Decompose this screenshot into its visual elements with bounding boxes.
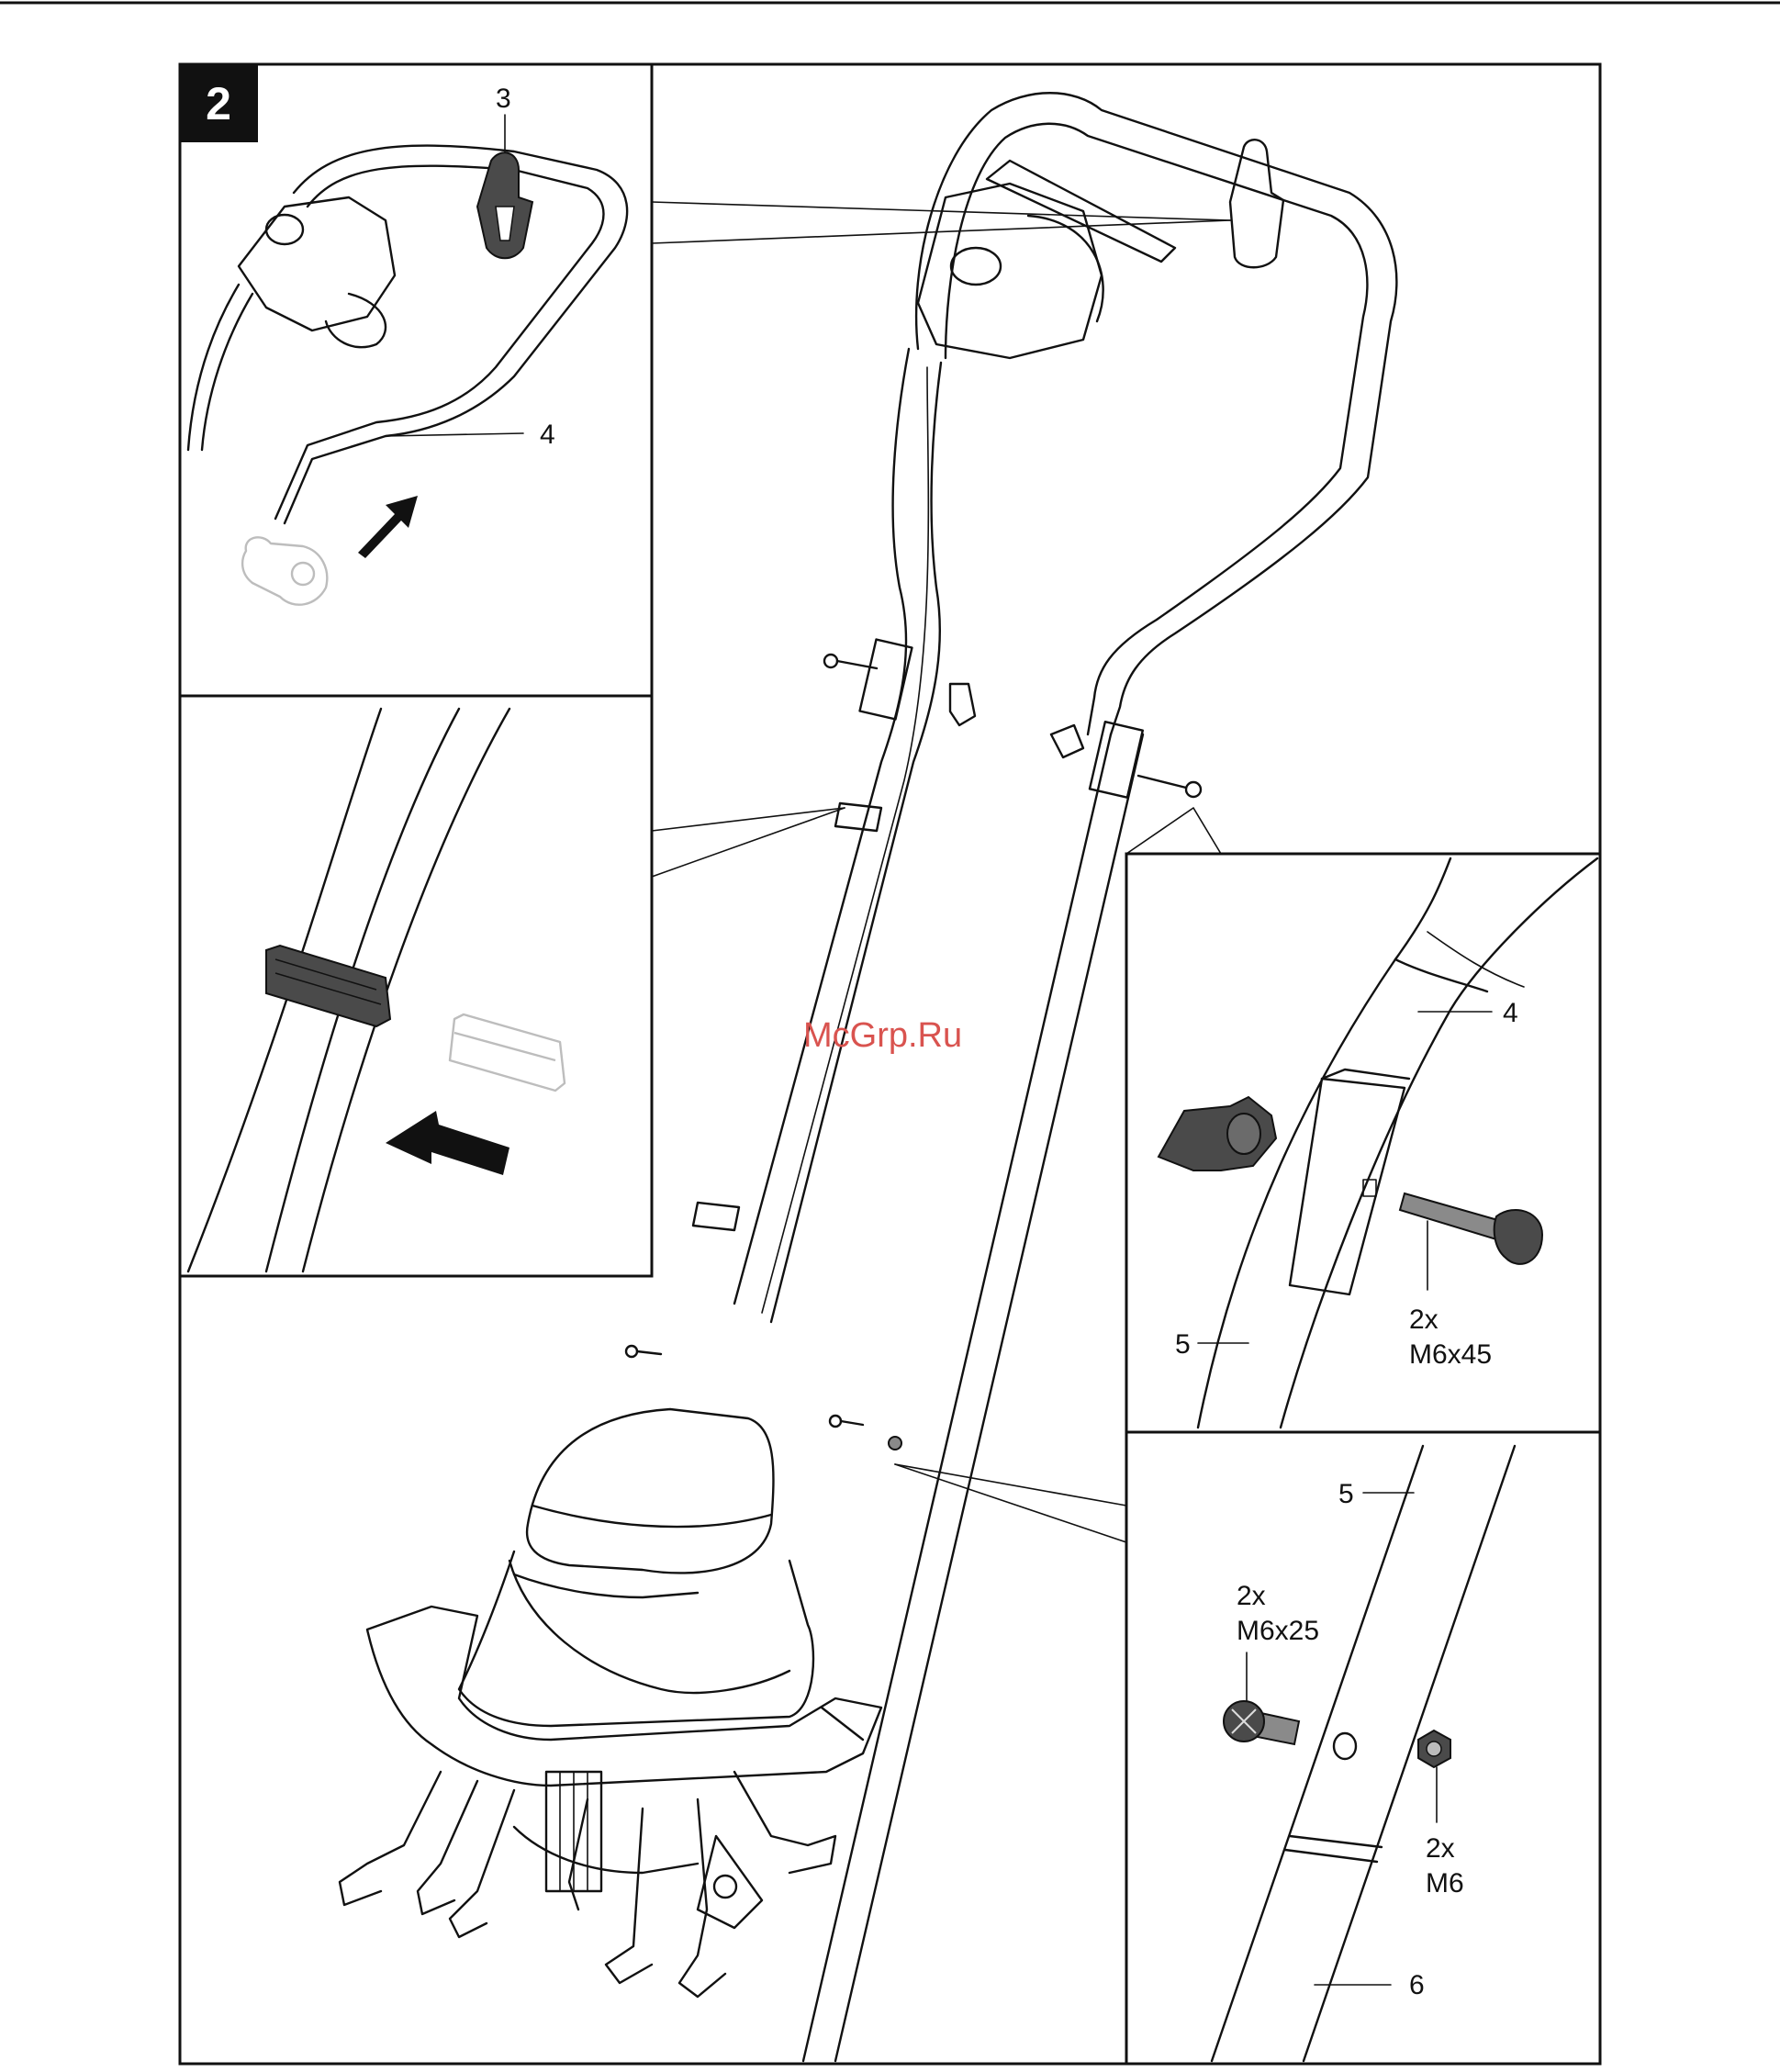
nut-qty: 2x: [1426, 1833, 1455, 1864]
label-lower-tube-detail: 5: [1175, 1329, 1191, 1360]
figure-number-badge: 2: [180, 64, 258, 142]
label-upper-handle-top: 4: [540, 420, 555, 450]
nut-size: M6: [1426, 1868, 1464, 1898]
watermark: McGrp.Ru: [803, 1016, 962, 1055]
inset-cable-clip: [188, 709, 565, 1271]
bolt-m6x25: [1224, 1701, 1299, 1744]
inset-tube-joint: 2x M6x25 2x M6 5 6: [1212, 1446, 1515, 2061]
callout-leaders: [652, 202, 1230, 1542]
inset-right-lower-frame: [1126, 1432, 1600, 2064]
nut-m6: [1418, 1730, 1450, 1767]
figure-number: 2: [206, 78, 231, 129]
bolt-long-size: M6x45: [1409, 1339, 1492, 1370]
inset-handle-clip: 3 4: [188, 84, 627, 605]
inset-top-left-frame: [180, 64, 652, 696]
label-upper-handle-detail: 4: [1503, 998, 1518, 1028]
tiller-main-drawing: [340, 93, 1396, 2061]
label-base-tube: 6: [1409, 1970, 1425, 2000]
bolt-short-size: M6x25: [1237, 1616, 1319, 1646]
bolt-short-qty: 2x: [1237, 1581, 1266, 1611]
inset-middle-left-frame: [180, 696, 652, 1276]
figure-frame: [180, 64, 1600, 2064]
tines: [340, 1772, 835, 1997]
label-handle-clip: 3: [496, 84, 511, 114]
bolt-m6x45: [1400, 1193, 1542, 1264]
bolt-long-qty: 2x: [1409, 1305, 1439, 1335]
inset-handle-joint: 2x M6x45 4 5: [1159, 858, 1597, 1428]
label-lower-tube-bottom: 5: [1338, 1479, 1354, 1509]
